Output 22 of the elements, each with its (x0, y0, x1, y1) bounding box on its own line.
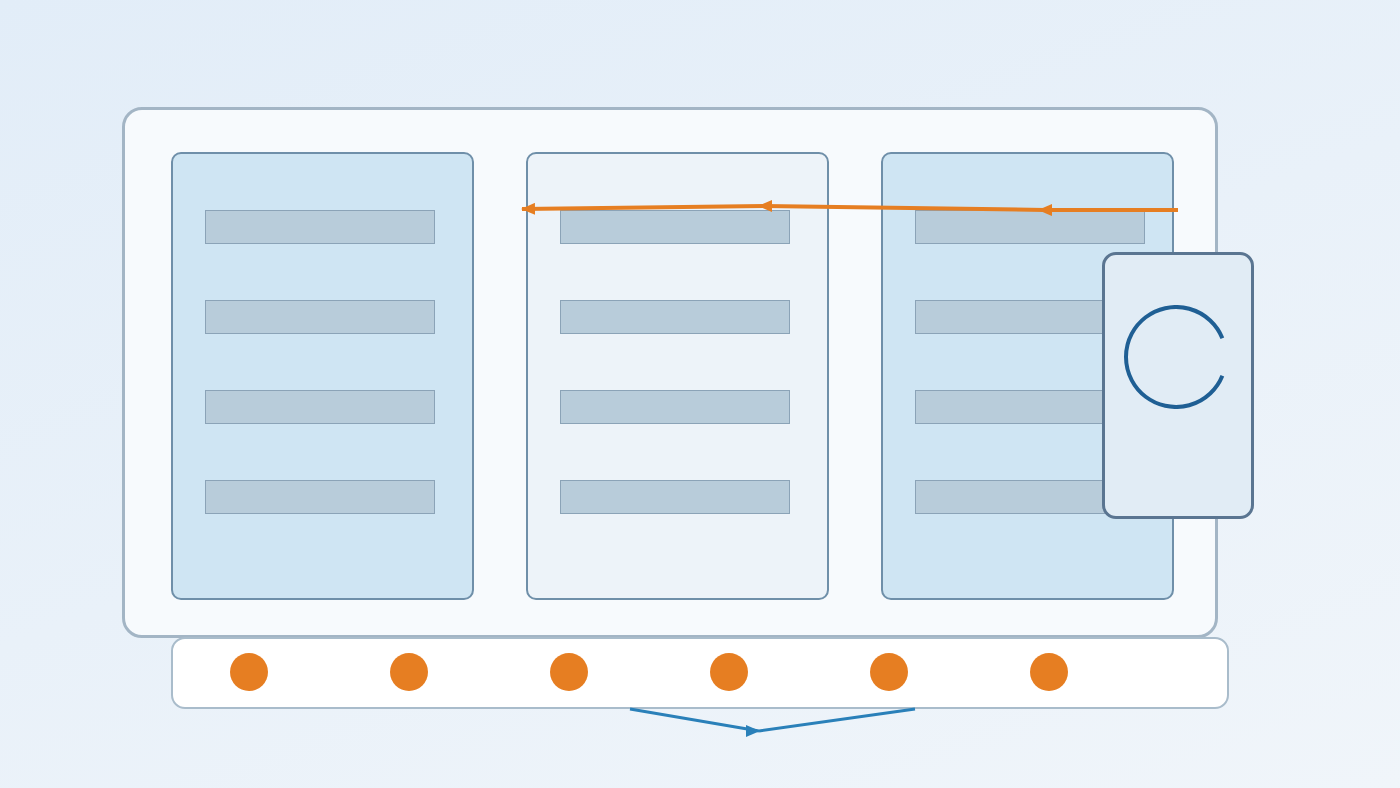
placeholder-bar (204, 389, 435, 424)
dot-icon (1029, 652, 1068, 691)
placeholder-bar (914, 209, 1145, 244)
dot-icon (389, 652, 428, 691)
placeholder-bar (559, 389, 790, 424)
column-panel (171, 152, 474, 600)
dot-icon (229, 652, 268, 691)
placeholder-bar (204, 209, 435, 244)
dot-icon (709, 652, 748, 691)
overlay-card (1102, 252, 1254, 519)
dot-icon (549, 652, 588, 691)
placeholder-bar (204, 299, 435, 334)
placeholder-bar (559, 299, 790, 334)
placeholder-bar (559, 479, 790, 514)
arrow (628, 707, 917, 737)
dot-icon (869, 652, 908, 691)
arrow (521, 200, 1178, 216)
placeholder-bar (559, 209, 790, 244)
container-panel (122, 107, 1218, 638)
placeholder-bar (204, 479, 435, 514)
dot-tray (171, 637, 1229, 709)
column-panel (526, 152, 829, 600)
